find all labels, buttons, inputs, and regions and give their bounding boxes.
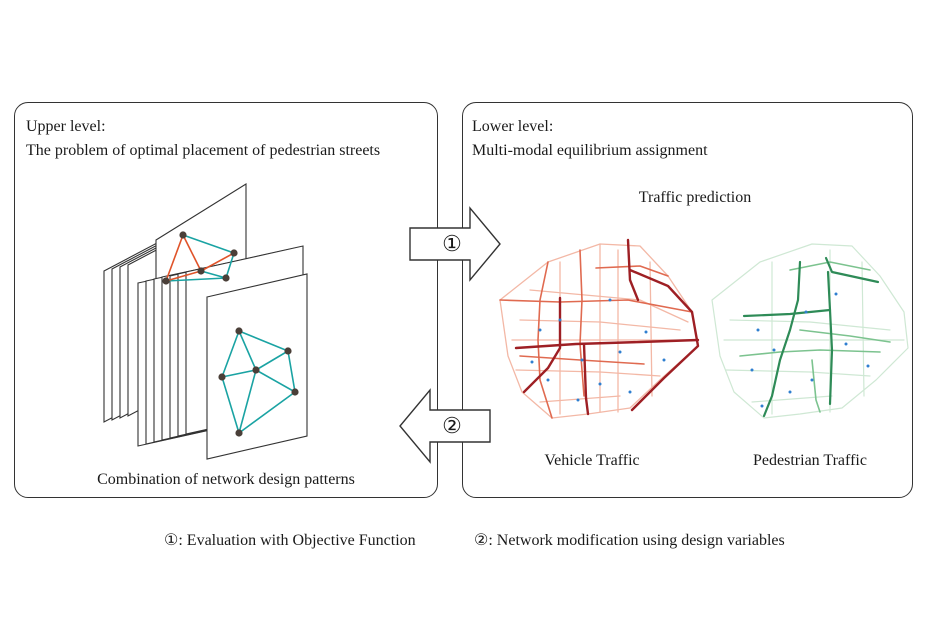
vehicle-traffic-label: Vehicle Traffic xyxy=(544,452,640,469)
legend-modification: ②: Network modification using design var… xyxy=(474,532,785,549)
upper-level-heading: Upper level: xyxy=(26,118,106,135)
backward-arrow xyxy=(399,388,491,464)
backward-marker: ② xyxy=(442,413,462,438)
traffic-prediction-label: Traffic prediction xyxy=(638,189,752,206)
upper-level-title: The problem of optimal placement of pede… xyxy=(26,142,381,159)
lower-level-panel xyxy=(462,102,913,498)
lower-level-heading: Lower level: xyxy=(472,118,554,135)
design-patterns-caption: Combination of network design patterns xyxy=(97,471,355,488)
lower-level-title: Multi-modal equilibrium assignment xyxy=(472,142,708,159)
pattern-sheet-teal xyxy=(206,273,308,460)
pedestrian-traffic-label: Pedestrian Traffic xyxy=(753,452,867,469)
forward-marker: ① xyxy=(442,231,462,256)
legend-evaluation: ①: Evaluation with Objective Function xyxy=(164,532,416,549)
